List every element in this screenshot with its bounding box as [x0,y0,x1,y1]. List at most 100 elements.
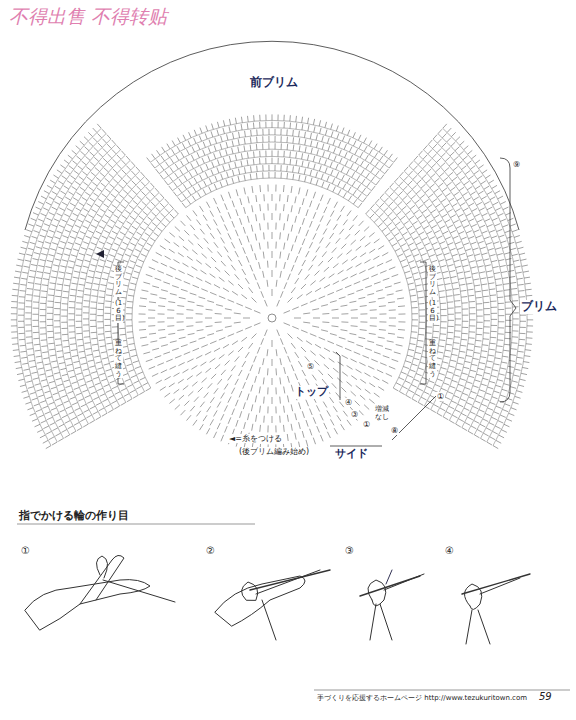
brim-stitch [74,387,80,389]
brim-stitch [469,301,475,302]
brim-stitch [454,300,460,302]
brim-stitch [429,220,434,223]
row-line [399,177,462,414]
brim-stitch [466,355,472,356]
crown-stitch [320,355,326,359]
crown-stitch [341,424,345,430]
crown-stitch [284,262,286,269]
crown-stitch [188,333,195,334]
crown-stitch [374,352,381,354]
crown-stitch [369,399,374,403]
brim-stitch [105,189,110,193]
brim-stitch [132,190,136,194]
brim-stitch [427,205,432,208]
brim-stitch [136,167,140,171]
crown-stitch [333,368,338,372]
brim-stitch [107,349,113,350]
crown-stitch [355,401,360,406]
brim-stitch [451,401,456,404]
brim-stitch [369,141,372,146]
brim-stitch [350,155,353,160]
brim-stitch [85,288,91,290]
crown-stitch [312,326,319,327]
brim-stitch [91,209,96,212]
crown-stitch [365,243,371,247]
crown-stitch [291,225,293,232]
brim-stitch [76,315,82,316]
brim-stitch [114,406,119,409]
crown-stitch [374,393,380,397]
brim-stitch [72,231,77,233]
crown-stitch [200,270,206,274]
crown-stitch [302,411,304,418]
brim-stitch [198,192,201,197]
crown-stitch [348,293,355,295]
crown-stitch [342,372,348,376]
brim-stitch [169,176,173,181]
crown-stitch [287,395,288,402]
brim-stitch [331,170,333,176]
brim-stitch [209,178,211,183]
crown-stitch [360,329,367,331]
brim-stitch [81,363,87,364]
crown-stitch [343,411,347,417]
brim-stitch [405,381,410,384]
crown-stitch [306,189,308,196]
crown-stitch [161,345,168,347]
brim-stitch [399,392,404,395]
brim-stitch [293,145,295,151]
brim-stitch [122,170,126,174]
crown-stitch [247,216,249,223]
brim-stitch [371,167,374,172]
brim-stitch [450,360,456,361]
brim-stitch [290,159,292,165]
brim-stitch [482,290,488,292]
brim-stitch [235,118,236,124]
crown-stitch [313,212,316,218]
brim-stitch [130,283,136,284]
brim-stitch [183,194,187,199]
brim-stitch [141,191,145,195]
crown-stitch [228,281,233,286]
brim-stitch [367,182,371,187]
brim-stitch [172,149,175,154]
brim-stitch [403,265,409,267]
brim-stitch [413,175,417,179]
brim-stitch [417,215,422,218]
brim-stitch [92,259,98,261]
brim-stitch [133,381,138,384]
brim-stitch [124,394,129,397]
brim-stitch [244,131,246,137]
crown-stitch [214,348,220,352]
brim-stitch [416,190,421,194]
crown-stitch [148,325,155,326]
brim-stitch [481,283,487,285]
crown-stitch [259,204,261,211]
brim-stitch [181,152,184,157]
crown-stitch [351,376,357,380]
crown-stitch [369,249,375,253]
brim-stitch [411,248,416,251]
brim-stitch [406,277,412,279]
brim-stitch [189,181,192,186]
brim-stitch [366,210,370,214]
brim-stitch [126,319,132,320]
brim-stitch [426,179,431,183]
brim-stitch [70,343,76,345]
crown-stitch [184,230,189,235]
crown-stitch [275,204,276,211]
crown-stitch [275,261,277,268]
brim-stitch [217,122,219,128]
crown-stitch [299,402,301,409]
brim-stitch [328,145,330,151]
brim-stitch [358,194,362,199]
crown-stitch [210,211,214,217]
brim-stitch [316,142,318,148]
brim-stitch [434,248,440,250]
crown-stitch [174,243,180,247]
brim-stitch [289,151,291,157]
brim-stitch [406,201,411,205]
crown-stitch [317,203,320,209]
brim-stitch [66,248,72,250]
brim-stitch [394,197,398,201]
